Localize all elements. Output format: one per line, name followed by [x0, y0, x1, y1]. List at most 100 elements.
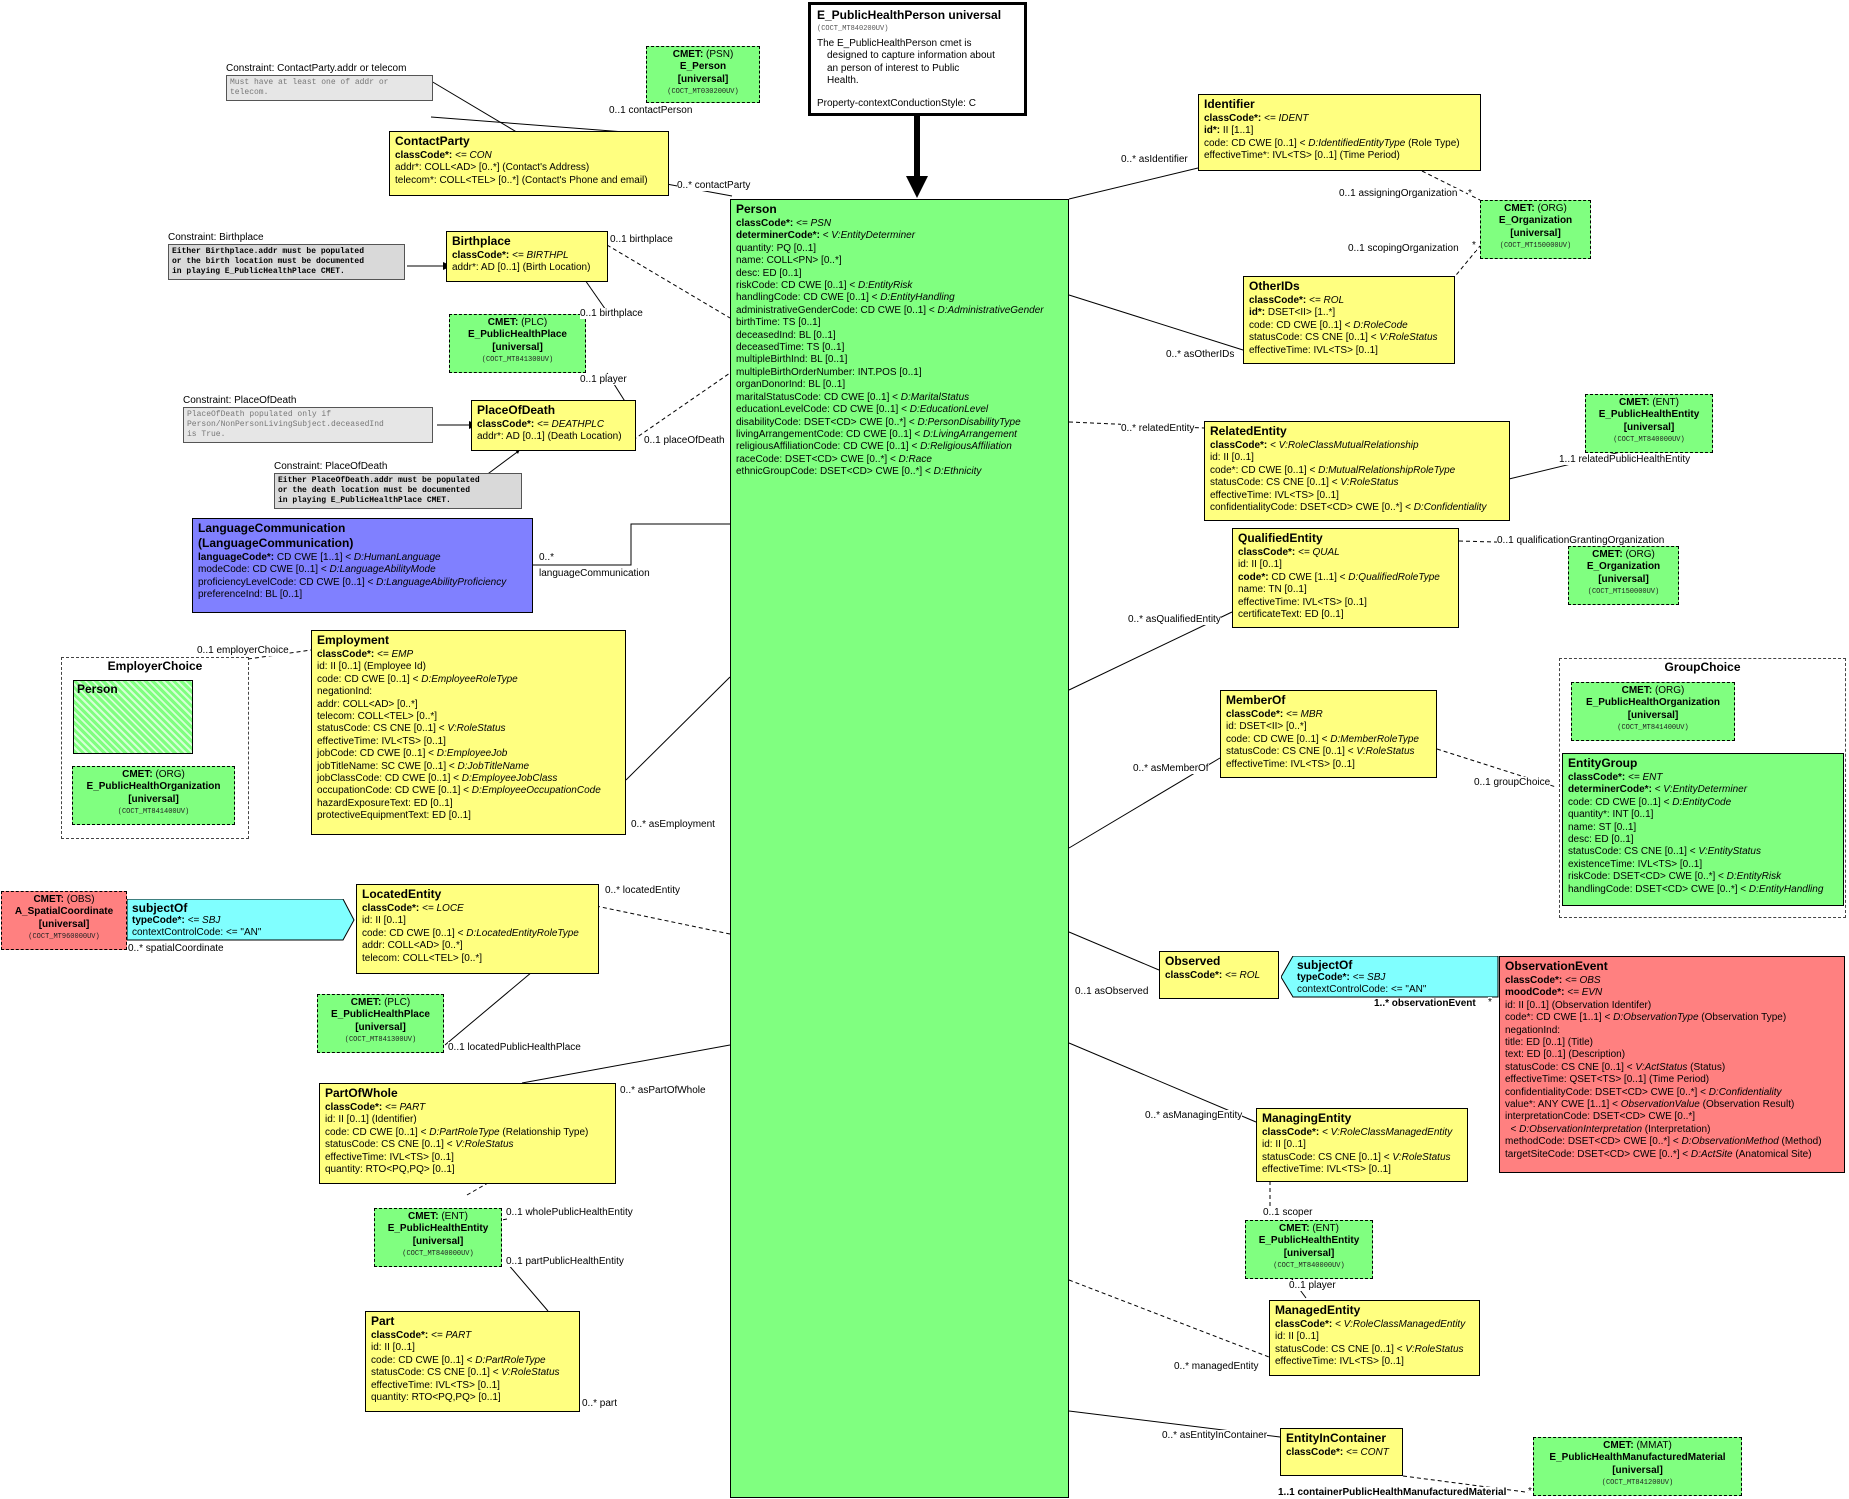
attribute-name: addr*: COLL<AD> [0..*] (Contact's Addres…: [395, 162, 590, 174]
attribute-name: negationInd:: [1505, 1024, 1561, 1036]
attribute-name: classCode*:: [325, 1102, 383, 1113]
cmet-name: E_PublicHealthEntity: [1258, 1235, 1360, 1247]
class-attribute: id*: II [1..1]: [1204, 125, 1475, 137]
attribute-name: preferenceInd: BL [0..1]: [198, 589, 303, 601]
attribute-name: id: II [0..1] (Identifier): [325, 1114, 417, 1126]
class-attribute: desc: ED [0..1]: [736, 268, 1063, 280]
attribute-domain: V:RoleStatus: [1402, 1343, 1464, 1355]
class-attribute: code: CD CWE [0..1] < D:PartRoleType (Re…: [325, 1127, 610, 1139]
cmet-box[interactable]: CMET: (ENT)E_PublicHealthEntity[universa…: [1585, 394, 1713, 453]
employer-choice-person[interactable]: Person: [73, 680, 193, 754]
entry-point-description: The E_PublicHealthPerson cmet is designe…: [817, 38, 1018, 88]
connector: [466, 1179, 494, 1196]
cmet-kind: CMET:: [350, 997, 382, 1008]
cmet-code: (MMAT): [1633, 1440, 1672, 1451]
attribute-name: name: COLL<PN> [0..*]: [736, 255, 842, 267]
attribute-domain: <= MBR: [1283, 709, 1323, 720]
class-attribute: statusCode: CS CNE [0..1] < V:RoleStatus: [325, 1139, 610, 1151]
cmet-box[interactable]: CMET: (PLC)E_PublicHealthPlace[universal…: [317, 994, 444, 1053]
class-attribute: id: DSET<II> [0..*]: [1226, 721, 1431, 733]
constraint-note[interactable]: Constraint: Birthplace Either Birthplace…: [168, 232, 405, 280]
class-attribute: quantity: PQ [0..1]: [736, 243, 1063, 255]
cmet-code: (PSN): [703, 49, 734, 60]
class-language-communication[interactable]: LanguageCommunication (LanguageCommunica…: [192, 518, 533, 613]
attribute-domain: D:Confidentiality: [1705, 1086, 1782, 1098]
attribute-comment: (Relationship Type): [499, 1126, 589, 1138]
class-attribute: classCode*: <= PSN: [736, 218, 1063, 230]
cmet-box[interactable]: CMET: (ORG)E_PublicHealthOrganization[un…: [72, 766, 235, 825]
attribute-domain: D:QualifiedRoleType: [1345, 571, 1440, 583]
attribute-name: statusCode: CS CNE [0..1] <: [1210, 477, 1338, 489]
subject-of-type-name: typeCode*:: [1297, 972, 1350, 983]
cmet-box[interactable]: CMET: (OBS)A_SpatialCoordinate[universal…: [1, 891, 127, 950]
cmet-box[interactable]: CMET: (PLC)E_PublicHealthPlace[universal…: [449, 314, 586, 373]
attribute-name: effectiveTime: IVL<TS> [0..1]: [1249, 344, 1378, 356]
attribute-name: classCode*:: [1286, 1447, 1344, 1458]
class-attribute: riskCode: CD CWE [0..1] < D:EntityRisk: [736, 280, 1063, 292]
attribute-name: classCode*:: [1226, 709, 1284, 720]
association-label: 0..* asOtherIDs: [1166, 349, 1235, 360]
association-label: languageCommunication: [539, 568, 650, 579]
cmet-box[interactable]: CMET: (MMAT)E_PublicHealthManufacturedMa…: [1533, 1437, 1742, 1496]
class-attribute: raceCode: DSET<CD> CWE [0..*] < D:Race: [736, 454, 1063, 466]
class-attribute: statusCode: CS CNE [0..1] < V:ActStatus …: [1505, 1062, 1839, 1074]
class-attribute: effectiveTime: IVL<TS> [0..1]: [1226, 759, 1431, 771]
cmet-box[interactable]: CMET: (ENT)E_PublicHealthEntity[universa…: [1245, 1220, 1373, 1279]
attribute-name: existenceTime: IVL<TS> [0..1]: [1568, 858, 1703, 870]
attribute-domain: < V:EntityDeterminer: [819, 230, 916, 242]
attribute-domain: D:Ethnicity: [930, 466, 982, 478]
subject-of-spatial[interactable]: subjectOf typeCode*: <= SBJ contextContr…: [127, 899, 355, 941]
attribute-domain: D:ObservationInterpretation: [1516, 1123, 1643, 1135]
class-attribute: deceasedTime: TS [0..1]: [736, 342, 1063, 354]
constraint-note[interactable]: Constraint: PlaceOfDeath Either PlaceOfD…: [274, 461, 522, 509]
cmet-box[interactable]: CMET: (ORG)E_PublicHealthOrganization[un…: [1571, 682, 1735, 741]
class-attribute: determinerCode*: < V:EntityDeterminer: [1568, 784, 1838, 796]
attribute-name: statusCode: CS CNE [0..1] <: [325, 1139, 453, 1151]
class-attribute: deceasedInd: BL [0..1]: [736, 330, 1063, 342]
class-attribute: addr*: AD [0..1] (Death Location): [477, 431, 630, 443]
class-attribute: effectiveTime: IVL<TS> [0..1]: [325, 1152, 610, 1164]
class-attribute: statusCode: CS CNE [0..1] < V:RoleStatus: [1262, 1152, 1462, 1164]
constraint-note[interactable]: Constraint: ContactParty.addr or telecom…: [226, 63, 433, 101]
class-attribute: languageCode*: CD CWE [1..1] < D:HumanLa…: [198, 552, 527, 564]
cmet-box[interactable]: CMET: (ORG)E_Organization[universal](COC…: [1480, 200, 1591, 259]
cmet-box[interactable]: CMET: (ENT)E_PublicHealthEntity[universa…: [374, 1208, 502, 1267]
attribute-name: protectiveEquipmentText: ED [0..1]: [317, 810, 471, 822]
class-attribute: maritalStatusCode: CD CWE [0..1] < D:Mar…: [736, 392, 1063, 404]
attribute-domain: D:EntityRisk: [855, 280, 913, 292]
attribute-name: religiousAffiliationCode: CD CWE [0..1] …: [736, 441, 918, 453]
attribute-type: CD CWE [1..1] <: [274, 552, 352, 563]
constraint-note[interactable]: Constraint: PlaceOfDeath PlaceOfDeath po…: [183, 395, 433, 443]
association-label: 0..1 birthplace: [610, 234, 673, 245]
connector: [584, 279, 609, 314]
class-attribute: classCode*: <= ENT: [1568, 772, 1838, 784]
attribute-name: statusCode: CS CNE [0..1] <: [1249, 332, 1377, 344]
association-label: 0..1 asObserved: [1075, 986, 1149, 997]
attribute-domain: < V:RoleClassManagedEntity: [1319, 1127, 1453, 1138]
cmet-box[interactable]: CMET: (ORG)E_Organization[universal](COC…: [1568, 546, 1679, 605]
class-attribute: statusCode: CS CNE [0..1] < V:RoleStatus: [317, 723, 620, 735]
class-attribute: classCode*: <= PART: [371, 1330, 574, 1342]
subject-of-observation[interactable]: subjectOf typeCode*: <= SBJ contextContr…: [1281, 956, 1499, 998]
cmet-box[interactable]: CMET: (PSN)E_Person[universal](COCT_MT03…: [646, 46, 760, 103]
class-attribute: proficiencyLevelCode: CD CWE [0..1] < D:…: [198, 577, 527, 589]
